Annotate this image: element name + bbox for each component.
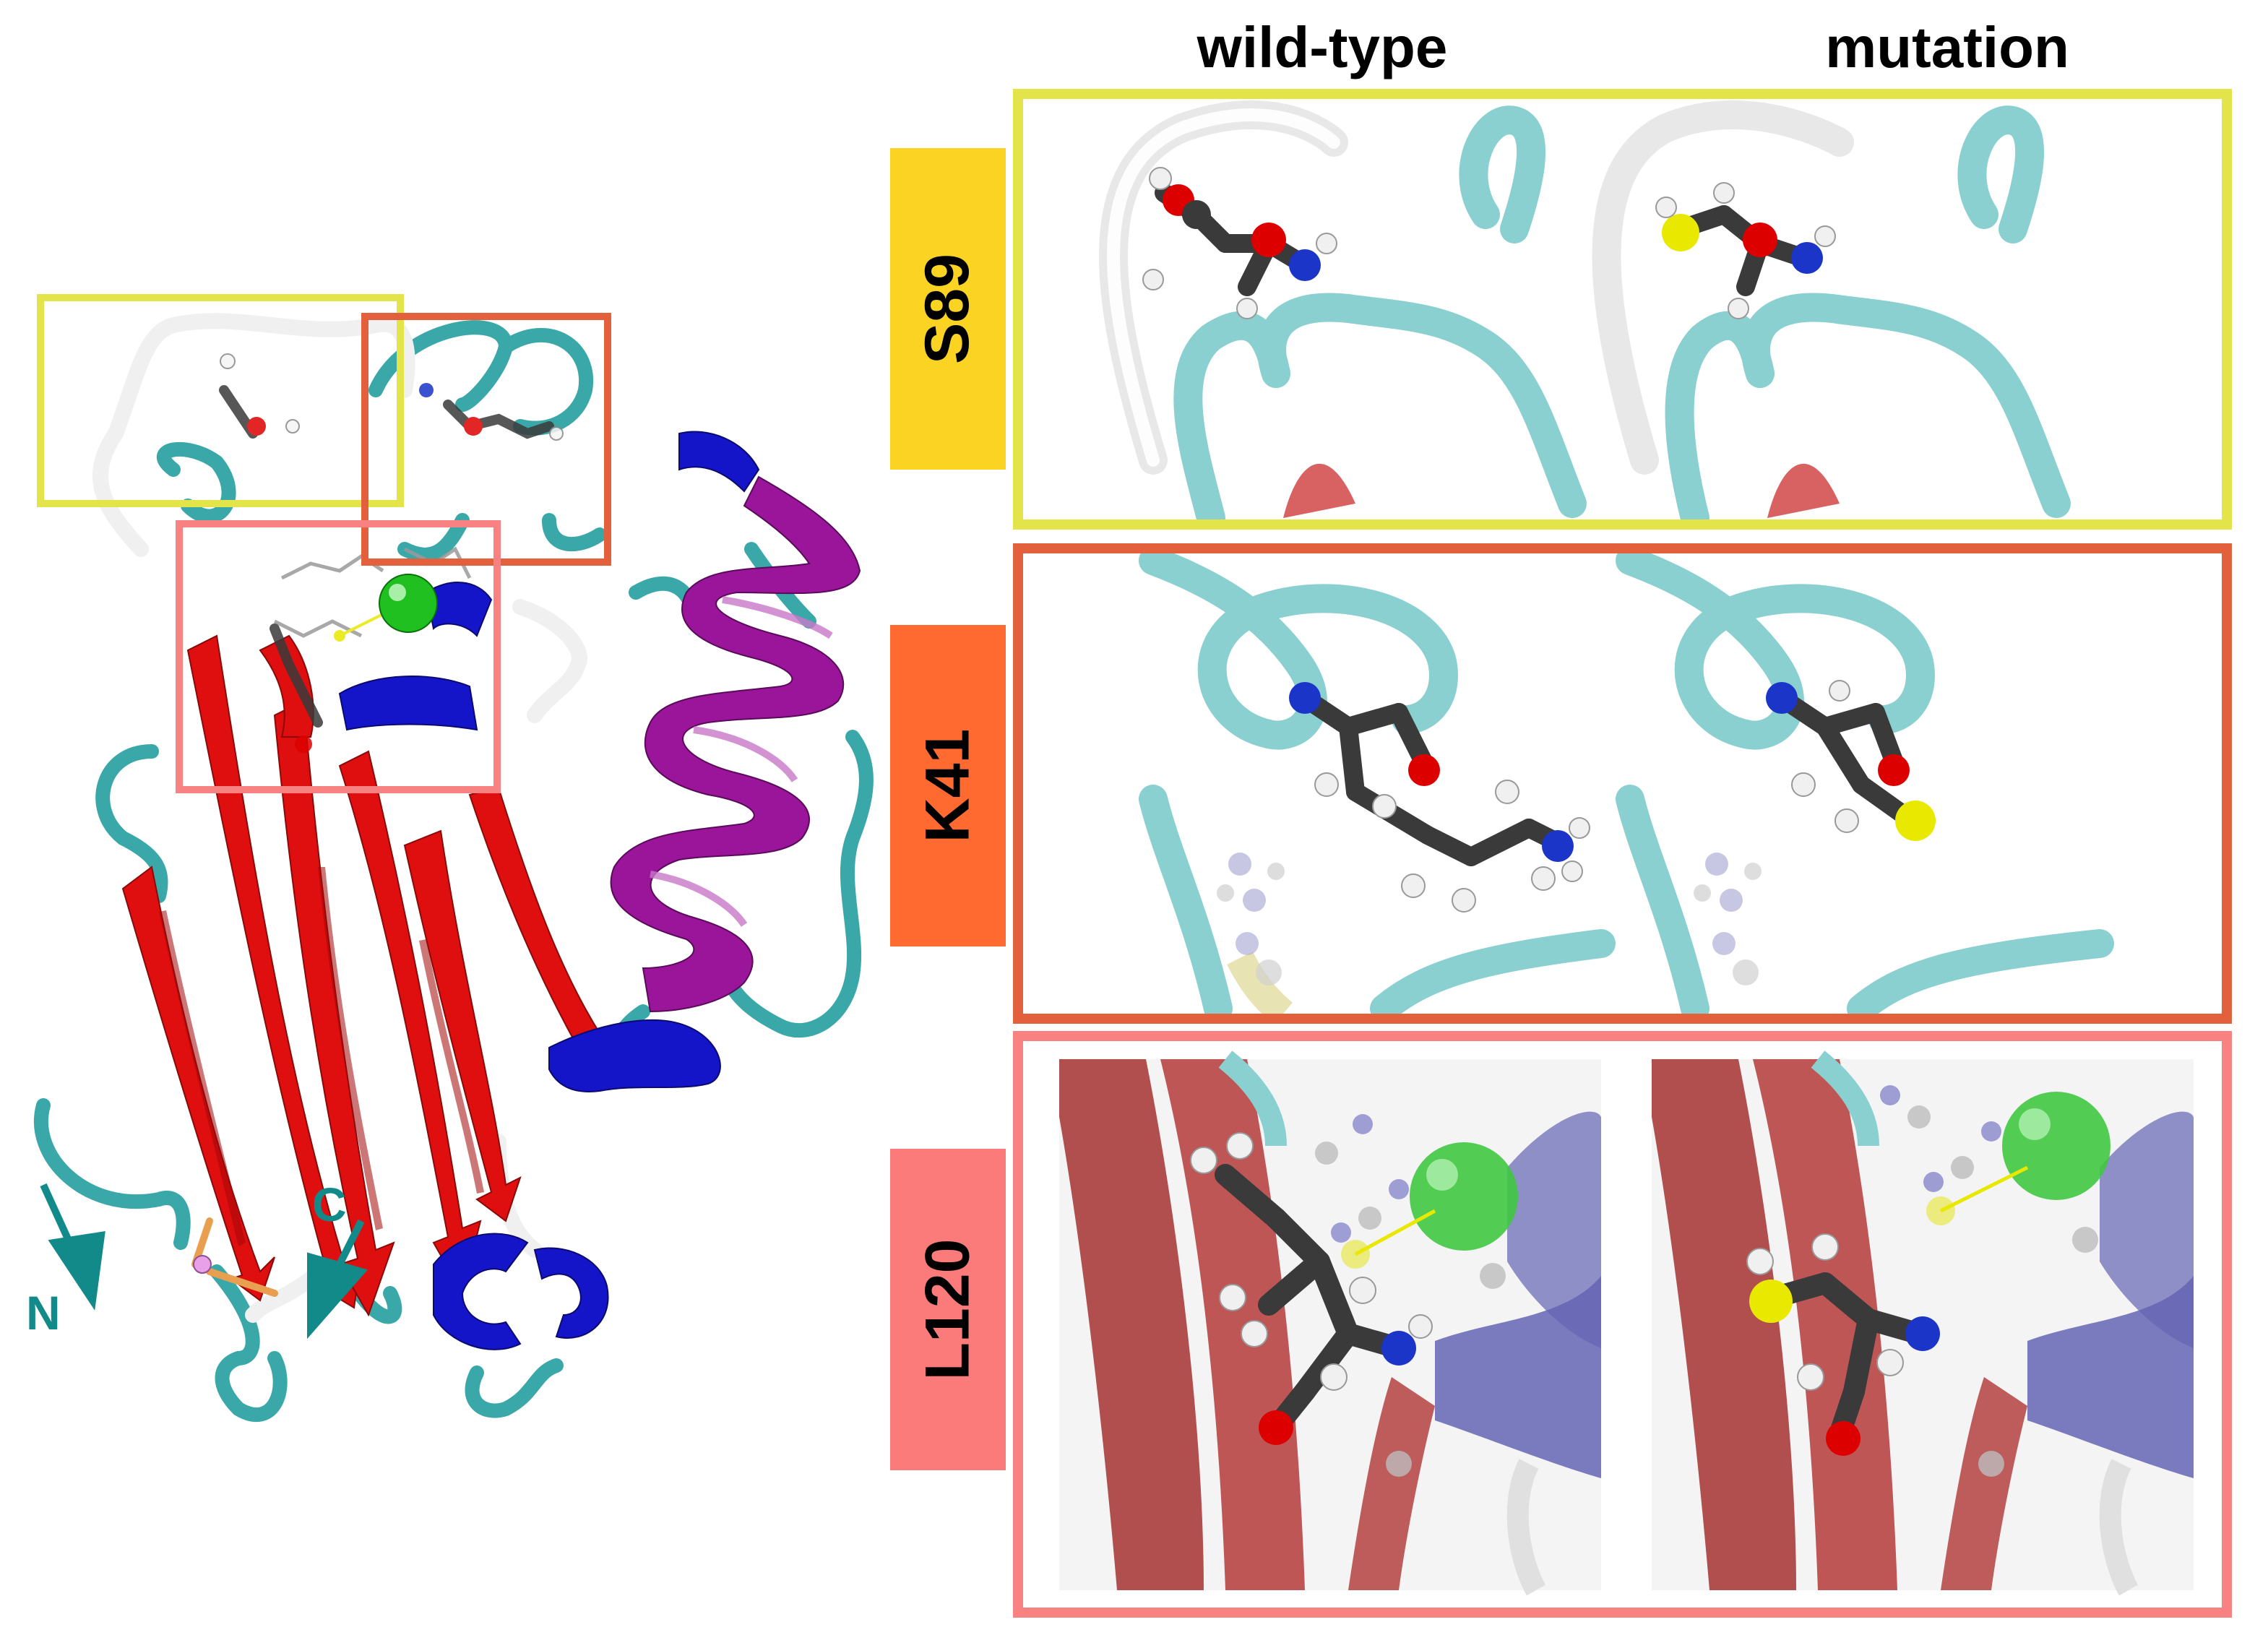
- s89-mutation-view: [1592, 100, 2071, 519]
- overview-box-s89: [37, 294, 404, 507]
- overview-box-l120: [176, 520, 501, 793]
- panel-k41: [1013, 543, 2232, 1024]
- terminus-arrows: [40, 1183, 368, 1339]
- site-label-l120: L120: [913, 1238, 983, 1381]
- ligand-sticks: [219, 353, 564, 753]
- l120-wild-type-view: [1059, 1051, 1601, 1596]
- site-tag-l120: L120: [890, 1149, 1006, 1470]
- column-header-mutation: mutation: [1825, 15, 2069, 79]
- n-terminus-label: N: [26, 1286, 61, 1339]
- panel-l120: [1013, 1031, 2232, 1618]
- site-label-s89: S89: [913, 253, 983, 365]
- helix-3-10: [338, 431, 760, 1350]
- site-label-k41: K41: [913, 728, 983, 843]
- overview-box-k41: [361, 313, 611, 566]
- beta-strands: [121, 634, 601, 1317]
- column-header-wild-type: wild-type: [1196, 15, 1448, 79]
- l120-mutation-view: [1652, 1051, 2194, 1596]
- site-tag-k41: K41: [890, 625, 1006, 946]
- panel-s89: [1013, 89, 2232, 530]
- alpha-helix: [610, 475, 861, 1013]
- strand-shading: [159, 867, 484, 1246]
- site-tag-s89: S89: [890, 148, 1006, 470]
- s89-wild-type-view: [1099, 100, 1587, 519]
- k41-wild-type-view: [1139, 553, 1616, 1014]
- k41-mutation-view: [1616, 553, 2114, 1014]
- protein-overview: N C: [0, 0, 889, 1648]
- metal-ion: [379, 574, 438, 633]
- c-terminus-label: C: [312, 1178, 347, 1231]
